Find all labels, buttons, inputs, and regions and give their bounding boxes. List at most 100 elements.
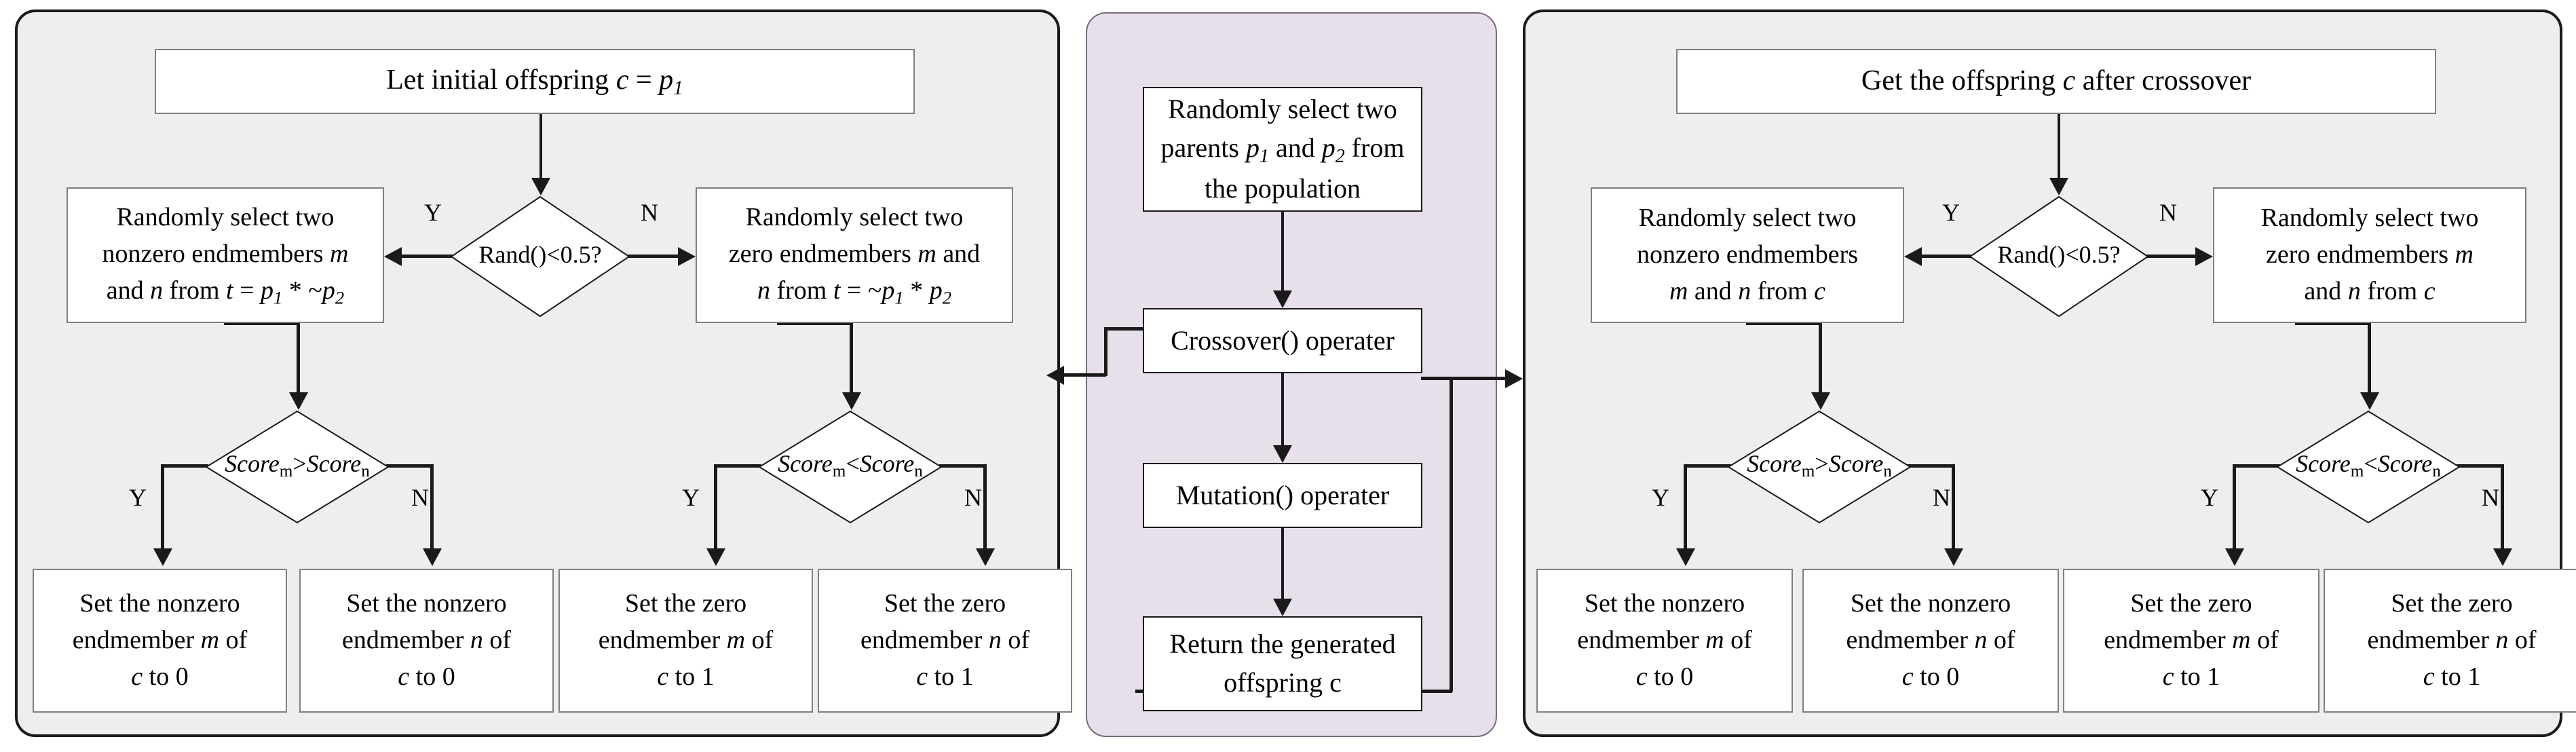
right-arrow-to-nobox	[2195, 247, 2213, 266]
right-elbow-yes-v	[1819, 322, 1822, 398]
mutation-to-right-h-top	[1421, 377, 1452, 380]
left-score1-no-label: N	[411, 484, 429, 511]
left-score2-yes-arrow	[706, 548, 725, 566]
left-arrow-no-to-score	[842, 392, 861, 410]
left-score-decision-1: Scorem>Scoren	[205, 410, 390, 524]
right-arrow-top-to-decision	[2049, 178, 2068, 195]
left-conn-decision-to-yesbox	[402, 255, 453, 258]
center-conn-parents-to-crossover	[1281, 212, 1284, 296]
center-conn-mutation-to-return	[1281, 528, 1284, 604]
left-yes-box-text: Randomly select two nonzero endmembers m…	[102, 202, 349, 308]
left-score2-yes-v	[714, 464, 717, 554]
mutation-to-right-h-arrow	[1450, 377, 1507, 380]
center-arrow-crossover-to-mutation	[1273, 445, 1292, 463]
left-elbow-yes-h	[224, 322, 300, 325]
right-branch-yes-label: Y	[1942, 199, 1960, 226]
right-score1-no-h	[1908, 464, 1955, 468]
crossover-to-left-h-bottom	[1064, 373, 1106, 377]
right-score1-no-label: N	[1933, 484, 1950, 511]
crossover-to-left-h-top	[1104, 327, 1145, 331]
left-conn-decision-to-nobox	[628, 255, 678, 258]
right-arrow-to-yesbox	[1904, 247, 1922, 266]
right-score-decision-1: Scorem>Scoren	[1727, 410, 1912, 524]
center-box-crossover-text: Crossover() operater	[1171, 324, 1395, 356]
center-box-mutation-text: Mutation() operater	[1175, 479, 1390, 510]
left-score2-no-h	[939, 464, 987, 468]
left-arrow-top-to-decision	[531, 178, 550, 195]
right-yes-box: Randomly select two nonzero endmembers m…	[1591, 187, 1904, 323]
center-box-select-parents: Randomly select two parents p1 and p2 fr…	[1143, 87, 1422, 212]
center-box-crossover: Crossover() operater	[1143, 308, 1422, 373]
right-score-decision-2: Scorem<Scoren	[2276, 410, 2461, 524]
left-arrow-to-nobox	[678, 247, 696, 266]
left-elbow-no-h	[777, 322, 853, 325]
left-score-decision-2: Scorem<Scoren	[758, 410, 943, 524]
right-conn-top-to-decision	[2058, 114, 2060, 183]
left-score1-yes-h	[161, 464, 208, 468]
crossover-to-left-v	[1104, 327, 1107, 376]
right-score1-no-arrow	[1944, 548, 1963, 566]
right-score1-yes-arrow	[1676, 548, 1695, 566]
right-score2-no-label: N	[2482, 484, 2499, 511]
left-elbow-no-v	[850, 322, 853, 398]
left-score1-no-v	[430, 464, 434, 554]
mutation-to-right-v	[1450, 377, 1453, 692]
right-score2-yes-v	[2233, 464, 2236, 554]
left-branch-no-label: N	[641, 199, 658, 226]
left-top-box: Let initial offspring c = p1 Let initial…	[155, 49, 915, 114]
left-no-box: Randomly select two zero endmembers m an…	[696, 187, 1013, 323]
left-score2-yes-label: Y	[682, 484, 700, 511]
right-score2-no-arrow	[2493, 548, 2512, 566]
right-score2-yes-label: Y	[2201, 484, 2218, 511]
right-score2-yes-arrow	[2225, 548, 2244, 566]
right-branch-no-label: N	[2159, 199, 2177, 226]
right-elbow-yes-h	[1746, 322, 1822, 325]
center-arrow-parents-to-crossover	[1273, 290, 1292, 308]
left-top-box-text: Let initial offspring c = p1 Let initial…	[386, 64, 683, 99]
center-arrow-mutation-to-return	[1273, 599, 1292, 616]
right-score1-no-v	[1952, 464, 1955, 554]
right-arrow-no-to-score	[2360, 392, 2379, 410]
left-no-box-text: Randomly select two zero endmembers m an…	[728, 202, 981, 308]
left-score2-no-v	[983, 464, 987, 554]
right-elbow-no-h	[2295, 322, 2371, 325]
left-score1-no-arrow	[423, 548, 442, 566]
right-score1-yes-label: Y	[1652, 484, 1669, 511]
right-yes-box-text: Randomly select two nonzero endmembers m…	[1636, 204, 1859, 305]
right-score1-yes-h	[1684, 464, 1731, 468]
center-box-select-parents-text: Randomly select two parents p1 and p2 fr…	[1160, 93, 1405, 204]
right-conn-decision-to-nobox	[2146, 255, 2195, 258]
left-score2-no-arrow	[976, 548, 995, 566]
right-top-box-text: Get the offspring c after crossover	[1861, 65, 2252, 97]
left-conn-top-to-decision	[539, 114, 542, 183]
right-score2-yes-h	[2233, 464, 2280, 468]
right-top-box: Get the offspring c after crossover	[1676, 49, 2436, 114]
right-arrow-yes-to-score	[1811, 392, 1830, 410]
left-branch-yes-label: Y	[424, 199, 442, 226]
center-conn-crossover-to-mutation	[1281, 373, 1284, 451]
right-no-box-text: Randomly select two zero endmembers m an…	[2260, 204, 2479, 305]
right-score1-yes-v	[1684, 464, 1687, 554]
left-arrow-to-yesbox	[384, 247, 402, 266]
crossover-to-left-arrow	[1046, 366, 1064, 385]
left-score1-no-h	[386, 464, 434, 468]
left-score1-yes-arrow	[153, 548, 172, 566]
left-score1-yes-v	[161, 464, 164, 554]
right-rand-decision: Rand()<0.5?	[1969, 195, 2149, 318]
